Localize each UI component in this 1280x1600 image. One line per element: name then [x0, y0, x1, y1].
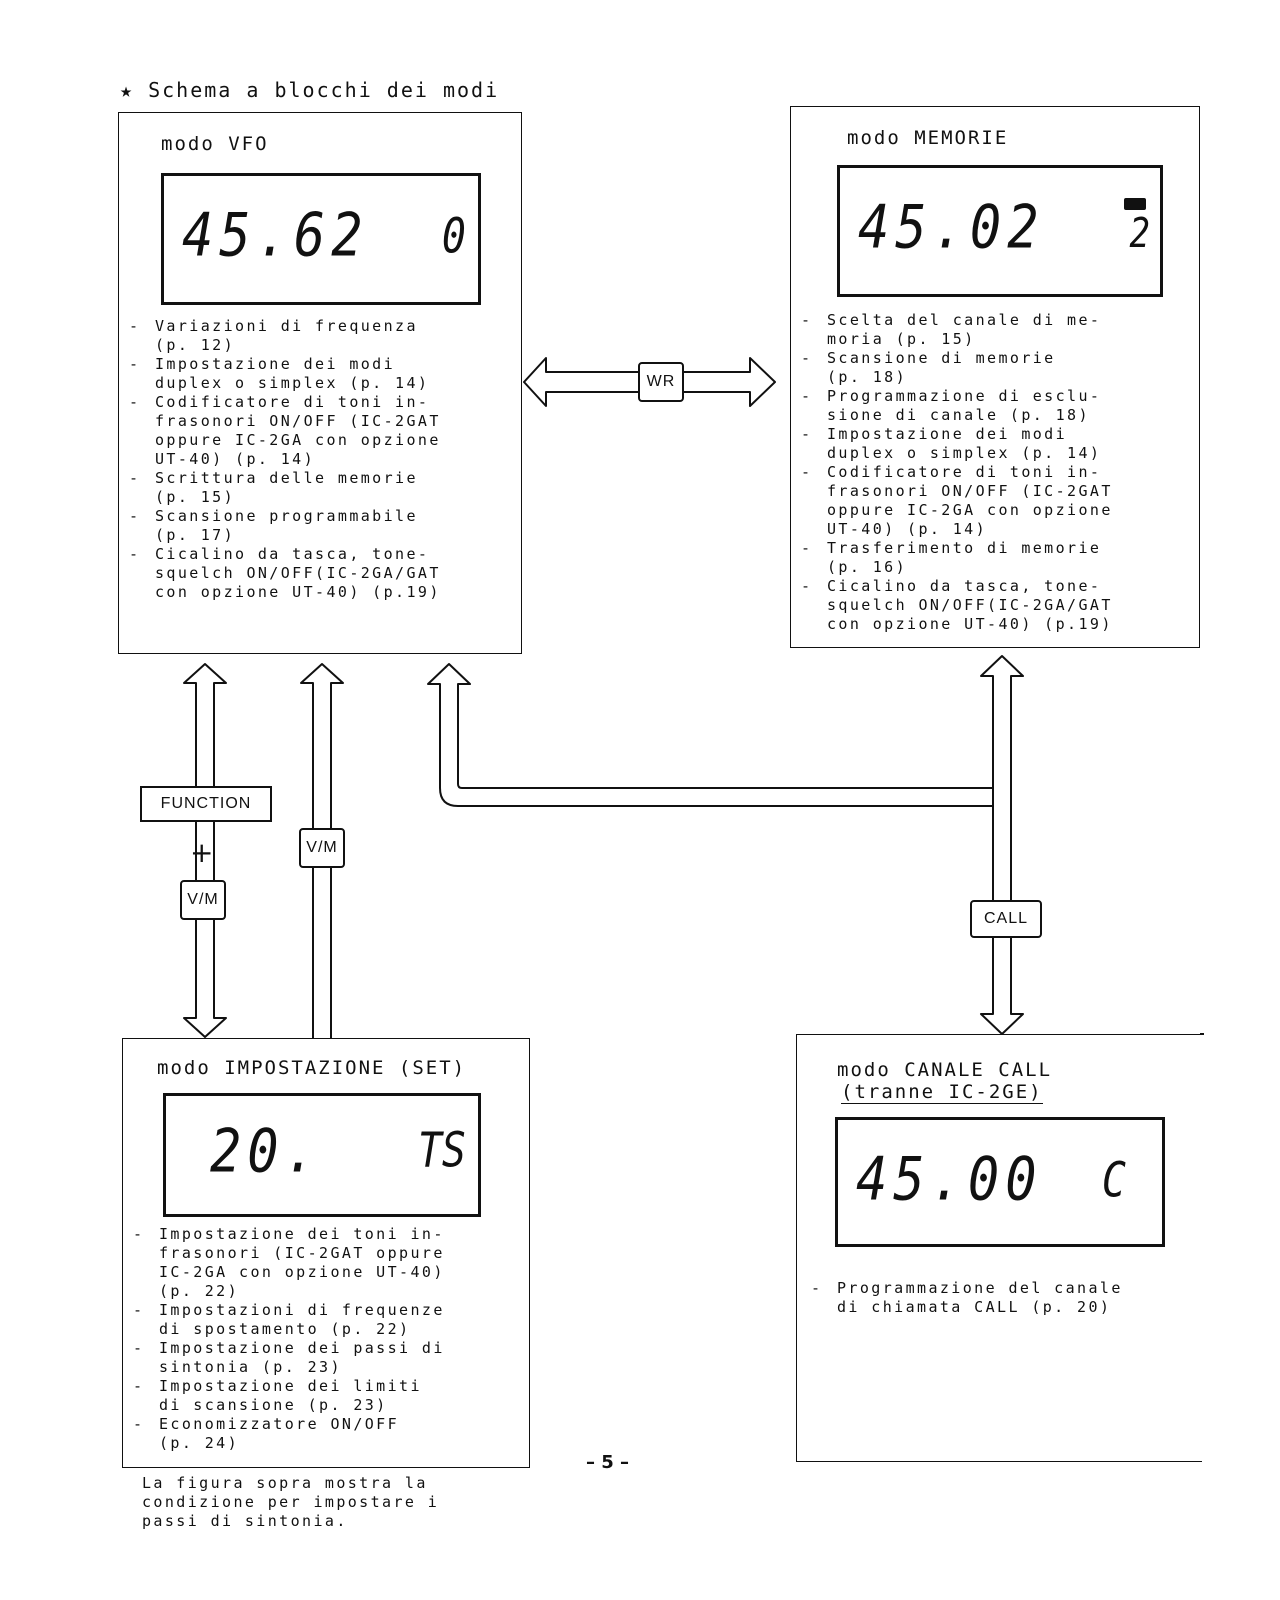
list-item: Economizzatore ON/OFF (p. 24) — [133, 1415, 445, 1453]
page-number: – 5 – — [586, 1452, 630, 1473]
vm-key-middle: V/M — [299, 828, 345, 868]
list-item: Impostazione dei passi di sintonia (p. 2… — [133, 1339, 445, 1377]
memorie-lcd-frequency: 45.02 — [858, 193, 1045, 263]
list-item: Trasferimento di memorie (p. 16) — [801, 539, 1113, 577]
function-key: FUNCTION — [140, 786, 272, 822]
memorie-lcd-channel: 2 — [1129, 210, 1150, 258]
list-item: Cicalino da tasca, tone- squelch ON/OFF(… — [801, 577, 1113, 634]
set-lcd-indicator: TS — [417, 1123, 466, 1179]
list-item: Impostazione dei modi duplex o simplex (… — [801, 425, 1113, 463]
set-function-list: Impostazione dei toni in- frasonori (IC-… — [133, 1225, 445, 1453]
call-key: CALL — [970, 900, 1042, 938]
memorie-lcd-memory-indicator — [1124, 198, 1146, 210]
page-title: ★ Schema a blocchi dei modi — [120, 78, 500, 102]
call-lcd-display: 45.00 C — [835, 1117, 1165, 1247]
list-item: Programmazione di esclu- sione di canale… — [801, 387, 1113, 425]
list-item: Programmazione del canale di chiamata CA… — [811, 1279, 1123, 1317]
call-double-arrow — [980, 655, 1024, 1035]
vfo-lcd-display: 45.62 0 — [161, 173, 481, 305]
list-item: Scansione programmabile (p. 17) — [129, 507, 441, 545]
call-box-bottom-right-line — [1200, 1033, 1204, 1035]
set-lcd-display: 20. TS — [163, 1093, 481, 1217]
vfo-lcd-indicator: 0 — [441, 209, 466, 265]
list-item: Impostazione dei limiti di scansione (p.… — [133, 1377, 445, 1415]
list-item: Impostazioni di frequenze di spostamento… — [133, 1301, 445, 1339]
list-item: Scansione di memorie (p. 18) — [801, 349, 1113, 387]
call-lcd-indicator: C — [1101, 1153, 1126, 1209]
call-mode-subtitle: (tranne IC-2GE) — [841, 1081, 1043, 1104]
list-item: Impostazione dei toni in- frasonori (IC-… — [133, 1225, 445, 1301]
set-mode-box: modo IMPOSTAZIONE (SET) 20. TS Impostazi… — [122, 1038, 530, 1468]
vfo-mode-title: modo VFO — [161, 133, 269, 155]
plus-sign: + — [190, 836, 214, 869]
vfo-lcd-frequency: 45.62 — [182, 201, 369, 271]
list-item: Variazioni di frequenza (p. 12) — [129, 317, 441, 355]
memorie-lcd-display: 45.02 2 — [837, 165, 1163, 297]
wr-key: WR — [638, 362, 684, 402]
call-lcd-frequency: 45.00 — [856, 1145, 1043, 1215]
vm-key-left: V/M — [180, 880, 226, 920]
list-item: Impostazione dei modi duplex o simplex (… — [129, 355, 441, 393]
call-to-vfo-arrow — [427, 663, 994, 807]
call-mode-box: modo CANALE CALL (tranne IC-2GE) 45.00 C… — [796, 1033, 1204, 1462]
vfo-mode-box: modo VFO 45.62 0 Variazioni di frequenza… — [118, 112, 522, 654]
memorie-mode-title: modo MEMORIE — [847, 127, 1009, 149]
call-mode-title: modo CANALE CALL — [837, 1059, 1053, 1081]
set-caption: La figura sopra mostra la condizione per… — [142, 1474, 440, 1530]
function-vm-double-arrow — [183, 663, 227, 1038]
memorie-function-list: Scelta del canale di me- moria (p. 15) S… — [801, 311, 1113, 634]
list-item: Cicalino da tasca, tone- squelch ON/OFF(… — [129, 545, 441, 602]
set-lcd-value: 20. — [210, 1117, 322, 1187]
list-item: Scelta del canale di me- moria (p. 15) — [801, 311, 1113, 349]
set-mode-title: modo IMPOSTAZIONE (SET) — [157, 1057, 467, 1079]
list-item: Codificatore di toni in- frasonori ON/OF… — [129, 393, 441, 469]
vfo-function-list: Variazioni di frequenza (p. 12) Impostaz… — [129, 317, 441, 602]
list-item: Codificatore di toni in- frasonori ON/OF… — [801, 463, 1113, 539]
memorie-mode-box: modo MEMORIE 45.02 2 Scelta del canale d… — [790, 106, 1200, 648]
list-item: Scrittura delle memorie (p. 15) — [129, 469, 441, 507]
call-function-list: Programmazione del canale di chiamata CA… — [811, 1279, 1123, 1317]
